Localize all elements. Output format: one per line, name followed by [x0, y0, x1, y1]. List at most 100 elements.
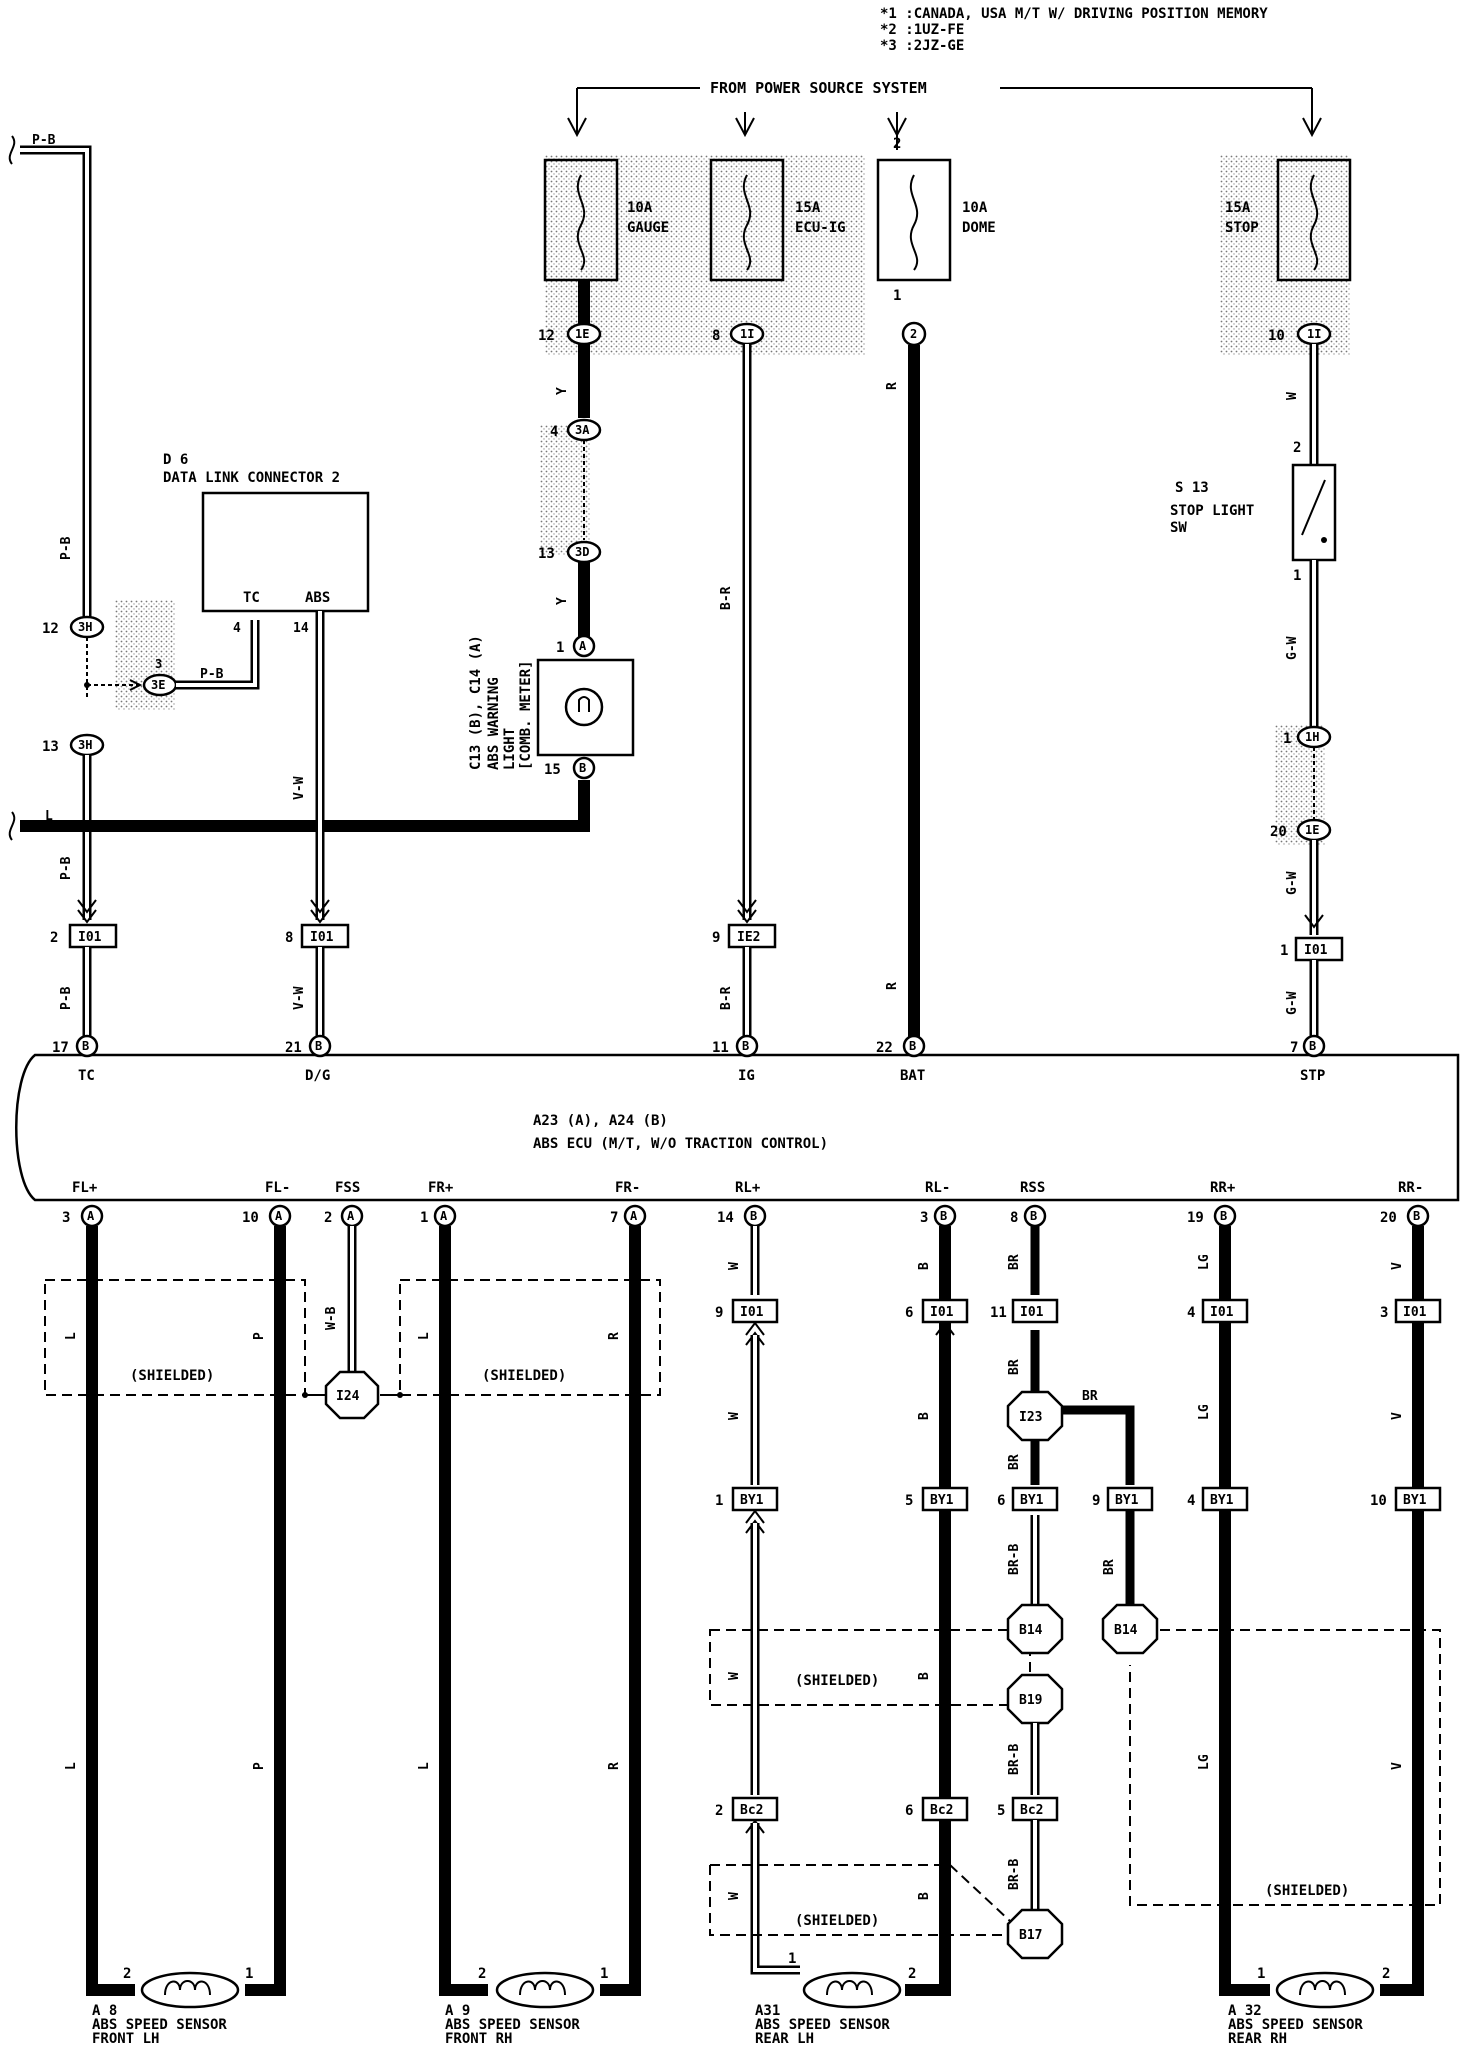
svg-text:8: 8	[712, 328, 720, 344]
rear-lh-sensor-circuit: W I01 9 W BY1 1 W Bc2 2 W B I01 6 B BY1 …	[709, 1226, 1031, 2046]
svg-text:1: 1	[420, 1210, 428, 1226]
svg-text:2: 2	[910, 327, 917, 341]
svg-text:12: 12	[538, 328, 555, 344]
svg-text:15: 15	[544, 762, 561, 778]
svg-text:3D: 3D	[575, 545, 589, 559]
svg-text:Y: Y	[555, 597, 570, 605]
svg-text:V: V	[1390, 1412, 1405, 1420]
svg-text:FR+: FR+	[428, 1180, 453, 1196]
svg-text:REAR RH: REAR RH	[1228, 2031, 1287, 2046]
connector-i24	[324, 1370, 380, 1420]
svg-text:G-W: G-W	[1285, 991, 1300, 1015]
svg-text:A: A	[87, 1209, 95, 1223]
ecu-ig-circuit: 1I 8 B-R IE2 9 B-R	[712, 322, 777, 1040]
connector-by1-rlm	[921, 1486, 969, 1512]
svg-text:R: R	[885, 982, 900, 990]
svg-text:I01: I01	[78, 930, 102, 945]
svg-text:3: 3	[155, 657, 162, 671]
svg-text:FSS: FSS	[335, 1180, 360, 1196]
svg-text:B: B	[917, 1262, 932, 1270]
svg-text:20: 20	[1270, 824, 1287, 840]
stop-sw-line2: SW	[1170, 520, 1187, 536]
fuse-stop: 15A STOP	[1225, 158, 1352, 282]
svg-text:W: W	[727, 1262, 742, 1270]
svg-text:A: A	[579, 639, 587, 653]
svg-text:19: 19	[1187, 1210, 1204, 1226]
abs-ecu: A23 (A), A24 (B) ABS ECU (M/T, W/O TRACT…	[15, 1034, 1460, 1228]
svg-text:W-B: W-B	[324, 1306, 339, 1330]
svg-text:P-B: P-B	[59, 986, 74, 1010]
svg-text:BR: BR	[1007, 1454, 1022, 1470]
abs-light-line1: ABS WARNING	[486, 677, 502, 770]
connector-by1-rss-6	[1011, 1486, 1059, 1512]
svg-text:2: 2	[1382, 1966, 1390, 1982]
svg-text:1I: 1I	[740, 327, 754, 341]
ecu-bottom-pins: FL+ A 3 FL- A 10 FSS A 2 FR+ A 1 FR- A 7…	[62, 1180, 1430, 1228]
svg-text:FRONT RH: FRONT RH	[445, 2031, 512, 2046]
fuse-gauge-amp: 10A	[627, 200, 653, 216]
svg-text:4: 4	[233, 621, 241, 636]
svg-text:I01: I01	[740, 1305, 764, 1320]
svg-text:BR: BR	[1007, 1254, 1022, 1270]
svg-text:3A: 3A	[575, 423, 590, 437]
stop-circuit: 1I 10 W 2 1 S 13 STOP LIGHT SW G-W 1H 1 …	[1170, 322, 1344, 1040]
connector-b17	[1006, 1908, 1064, 1960]
connector-b14-a	[1006, 1603, 1064, 1655]
front-rh-sensor-circuit: L L R R (SHIELDED) 2 1 A 9 ABS SPEED SEN…	[399, 1226, 661, 2046]
svg-text:5: 5	[905, 1493, 913, 1509]
svg-text:STP: STP	[1300, 1068, 1325, 1084]
svg-text:13: 13	[42, 739, 59, 755]
svg-text:BR-B: BR-B	[1007, 1544, 1022, 1575]
svg-text:B: B	[917, 1412, 932, 1420]
connector-i01-rss	[1011, 1298, 1059, 1324]
fuse-dome: 10A DOME 2 1	[876, 136, 996, 304]
svg-text:3H: 3H	[78, 738, 92, 752]
svg-text:RSS: RSS	[1020, 1180, 1045, 1196]
svg-text:9: 9	[715, 1305, 723, 1321]
svg-text:1E: 1E	[1305, 823, 1319, 837]
svg-text:10: 10	[242, 1210, 259, 1226]
svg-text:BY1: BY1	[1115, 1493, 1139, 1508]
svg-text:8: 8	[285, 930, 293, 946]
svg-text:ABS SPEED SENSOR: ABS SPEED SENSOR	[445, 2017, 580, 2033]
svg-text:Y: Y	[555, 387, 570, 395]
svg-text:FR-: FR-	[615, 1180, 640, 1196]
svg-text:A 32: A 32	[1228, 2003, 1262, 2019]
svg-text:R: R	[607, 1332, 622, 1340]
fuse-ecu-ig-name: ECU-IG	[795, 220, 846, 236]
svg-text:1: 1	[1257, 1966, 1265, 1982]
svg-text:BR-B: BR-B	[1007, 1744, 1022, 1775]
connector-i01-rrp	[1201, 1298, 1249, 1324]
svg-text:3: 3	[62, 1210, 70, 1226]
svg-text:W: W	[727, 1672, 742, 1680]
svg-text:FL+: FL+	[72, 1180, 97, 1196]
svg-text:LG: LG	[1197, 1754, 1212, 1770]
svg-text:I01: I01	[930, 1305, 954, 1320]
svg-text:L: L	[417, 1762, 432, 1770]
fuse-ecu-ig: 15A ECU-IG	[709, 158, 846, 282]
ecu-name: ABS ECU (M/T, W/O TRACTION CONTROL)	[533, 1136, 828, 1152]
svg-text:BY1: BY1	[1210, 1493, 1234, 1508]
svg-text:FL-: FL-	[265, 1180, 290, 1196]
stop-light-switch	[1291, 463, 1337, 562]
svg-text:A: A	[275, 1209, 283, 1223]
svg-text:6: 6	[997, 1493, 1005, 1509]
speed-sensor-rl-icon	[802, 1971, 902, 2009]
svg-text:G-W: G-W	[1285, 871, 1300, 895]
svg-text:1: 1	[1280, 943, 1288, 959]
svg-text:RL+: RL+	[735, 1180, 760, 1196]
svg-text:BR: BR	[1082, 1389, 1098, 1404]
svg-text:ABS SPEED SENSOR: ABS SPEED SENSOR	[1228, 2017, 1363, 2033]
svg-text:V-W: V-W	[292, 986, 307, 1010]
svg-text:B14: B14	[1114, 1623, 1138, 1638]
svg-text:2: 2	[715, 1803, 723, 1819]
svg-text:BY1: BY1	[740, 1493, 764, 1508]
svg-text:I24: I24	[336, 1389, 360, 1404]
svg-text:P-B: P-B	[59, 856, 74, 880]
svg-text:1E: 1E	[575, 327, 589, 341]
fuse-gauge-name: GAUGE	[627, 220, 669, 236]
svg-text:ABS SPEED SENSOR: ABS SPEED SENSOR	[755, 2017, 890, 2033]
speed-sensor-fl-icon	[140, 1971, 240, 2009]
svg-text:BY1: BY1	[1403, 1493, 1427, 1508]
svg-text:1: 1	[600, 1966, 608, 1982]
